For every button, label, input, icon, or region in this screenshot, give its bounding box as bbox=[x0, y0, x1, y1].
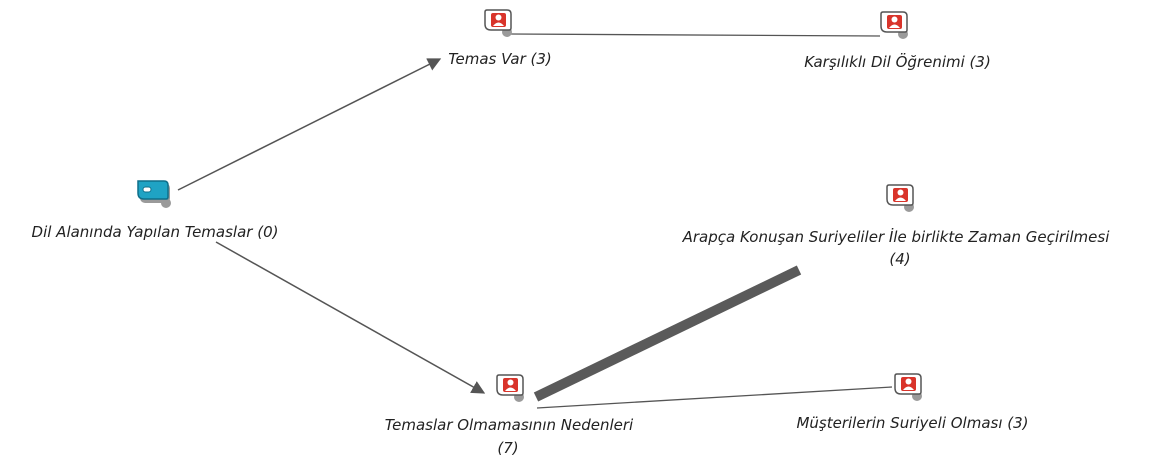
node-label-temaslar-olmamasi-line1[interactable]: Temaslar Olmamasının Nedenleri bbox=[384, 416, 634, 434]
person-document-icon[interactable] bbox=[484, 9, 512, 37]
edge-root-to-temas-var bbox=[177, 58, 442, 191]
node-label-temaslar-olmamasi-line2[interactable]: (7) bbox=[497, 439, 519, 457]
edge-temaslar-olmamasi-to-musteriler bbox=[536, 386, 893, 409]
node-label-arapca-line2[interactable]: (4) bbox=[889, 250, 911, 268]
person-document-icon[interactable] bbox=[880, 11, 908, 39]
edge-temaslar-olmamasi-to-arapca bbox=[533, 265, 802, 402]
person-document-icon[interactable] bbox=[894, 373, 922, 401]
node-label-temas-var[interactable]: Temas Var (3) bbox=[448, 50, 552, 68]
edge-temas-var-to-karsilikli bbox=[509, 33, 881, 37]
edge-root-to-temaslar-olmamasi bbox=[215, 241, 486, 394]
node-label-root[interactable]: Dil Alanında Yapılan Temaslar (0) bbox=[31, 223, 279, 241]
tag-icon[interactable] bbox=[137, 180, 171, 208]
node-label-karsilikli-dil-ogrenimi[interactable]: Karşılıklı Dil Öğrenimi (3) bbox=[804, 53, 991, 71]
person-document-icon[interactable] bbox=[496, 374, 524, 402]
person-document-icon[interactable] bbox=[886, 184, 914, 212]
node-label-arapca-line1[interactable]: Arapça Konuşan Suriyeliler İle birlikte … bbox=[682, 228, 1110, 246]
node-label-musteriler[interactable]: Müşterilerin Suriyeli Olması (3) bbox=[796, 414, 1029, 432]
